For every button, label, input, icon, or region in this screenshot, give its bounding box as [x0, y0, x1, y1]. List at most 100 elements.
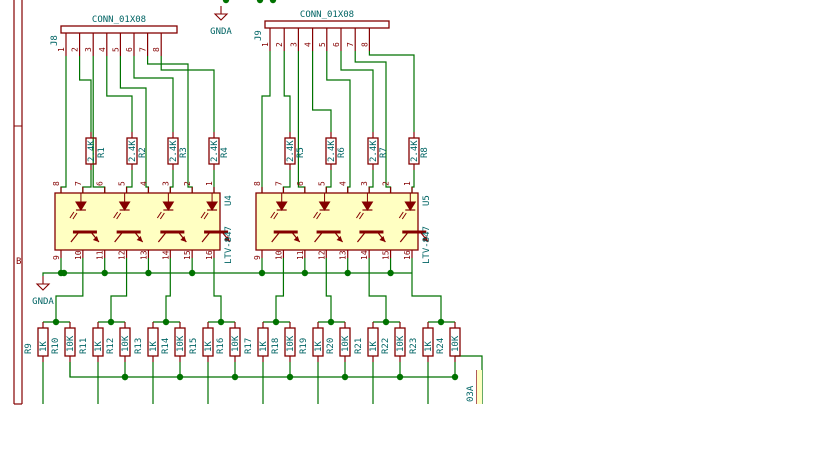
wire	[133, 56, 174, 132]
resistor-ref: R5	[296, 147, 306, 158]
junction-dot	[341, 373, 349, 381]
optocoupler-pin-number: 3	[360, 181, 369, 186]
resistor-value: 2.4K	[369, 140, 379, 162]
optocoupler-pin-number: 16	[403, 250, 412, 260]
optocoupler-pin-number: 12	[317, 250, 326, 260]
junction-dot	[101, 269, 108, 277]
led-ray	[116, 212, 122, 220]
optocoupler-pin-number: 15	[382, 250, 391, 260]
emitter-arrow-icon	[224, 236, 231, 242]
optocoupler-pin-number: 4	[139, 181, 148, 186]
optocoupler-pin-number: 14	[360, 250, 369, 260]
led-ray	[156, 211, 162, 219]
optocoupler-pin-number: 10	[274, 250, 283, 260]
wire	[326, 51, 351, 193]
resistor-value: 2.4K	[410, 140, 420, 162]
wire	[106, 56, 133, 132]
optocoupler-pin-number: 5	[118, 181, 127, 186]
connector-pin-number: 8	[360, 42, 369, 47]
resistor-value: 10K	[451, 335, 461, 352]
wire	[368, 258, 387, 322]
resistor-ref: R11	[79, 338, 89, 354]
optocoupler-pin-number: 5	[317, 181, 326, 186]
junction-dot	[217, 318, 225, 326]
gnda-icon	[35, 283, 51, 291]
resistor-value: 10K	[396, 335, 406, 352]
junction-dot	[176, 373, 184, 381]
phototransistor-collector	[157, 231, 167, 243]
junction-dot	[272, 318, 280, 326]
led-ray	[159, 212, 165, 220]
resistor-value: 10K	[231, 335, 241, 352]
resistor-value: 2.4K	[87, 140, 97, 162]
phototransistor-collector	[399, 231, 409, 243]
resistor-ref: R24	[436, 338, 446, 354]
emitter-arrow-icon	[180, 236, 187, 242]
resistor-ref: R6	[337, 147, 347, 158]
resistor-ref: R23	[409, 338, 419, 354]
led-ray	[316, 212, 321, 220]
optocoupler-pin-number: 13	[339, 250, 348, 260]
junction-dot	[301, 269, 309, 277]
optocoupler-pin-number: 9	[253, 255, 262, 260]
junction-dot	[437, 318, 445, 326]
wire	[282, 170, 291, 193]
optocoupler-pin-number: 15	[183, 250, 192, 260]
resistor-ref: R4	[220, 147, 230, 158]
junction-dot	[52, 318, 60, 326]
connector-body-j8	[60, 25, 178, 34]
emitter-arrow-icon	[422, 236, 429, 242]
optocoupler-ref: U5	[422, 195, 432, 206]
resistor-value: 2.4K	[210, 140, 220, 162]
components	[35, 6, 482, 404]
wire	[275, 258, 285, 322]
phototransistor-collector	[356, 231, 366, 243]
wire	[92, 56, 106, 193]
resistor-ref: R10	[51, 338, 61, 354]
optocoupler-pin-number: 11	[296, 250, 305, 260]
wire	[368, 51, 415, 132]
optocoupler-pin-number: 2	[183, 181, 192, 186]
resistor-value: 10K	[341, 335, 351, 352]
connector-pin-number: 7	[139, 47, 148, 52]
sheet-border: B	[13, 0, 23, 405]
resistor-value: 1K	[94, 341, 104, 352]
led-ray	[401, 212, 407, 220]
optocoupler-pin-number: 6	[296, 181, 305, 186]
junction-dot	[121, 373, 129, 381]
resistor-value: 10K	[121, 335, 131, 352]
border-zone-label: B	[16, 257, 21, 267]
connector-ref: J9	[254, 30, 264, 41]
optocoupler-pin-number: 10	[74, 250, 83, 260]
connector-pin-number: 6	[125, 47, 134, 52]
resistor-ref: R12	[106, 338, 116, 354]
resistor-value: 10K	[66, 335, 76, 352]
resistor-ref: R20	[326, 338, 336, 354]
led-ray	[69, 211, 75, 219]
connector-pin-number: 2	[71, 47, 80, 52]
connector-pin-number: 6	[332, 42, 341, 47]
wire	[55, 258, 84, 322]
resistor-ref: R15	[189, 338, 199, 354]
junctions	[52, 0, 459, 381]
connector-pin-number: 4	[98, 47, 107, 52]
resistor-ref: R13	[134, 338, 144, 354]
junction-dot	[286, 373, 294, 381]
connector-value: CONN_01X08	[300, 10, 354, 20]
resistor-ref: R1	[97, 147, 107, 158]
resistor-ref: R14	[161, 338, 171, 354]
resistor-ref: R7	[379, 147, 389, 158]
resistor-value: 1K	[369, 341, 379, 352]
resistor-ref: R16	[216, 338, 226, 354]
wire	[340, 51, 374, 132]
led-ray	[72, 212, 78, 220]
emitter-arrow-icon	[293, 236, 300, 242]
connector-pin-number: 3	[289, 42, 298, 47]
resistor-ref: R18	[271, 338, 281, 354]
connector-pin-number: 5	[318, 42, 327, 47]
junction-dot	[162, 318, 170, 326]
optocoupler-pin-number: 8	[253, 181, 262, 186]
phototransistor-collector	[271, 231, 281, 243]
